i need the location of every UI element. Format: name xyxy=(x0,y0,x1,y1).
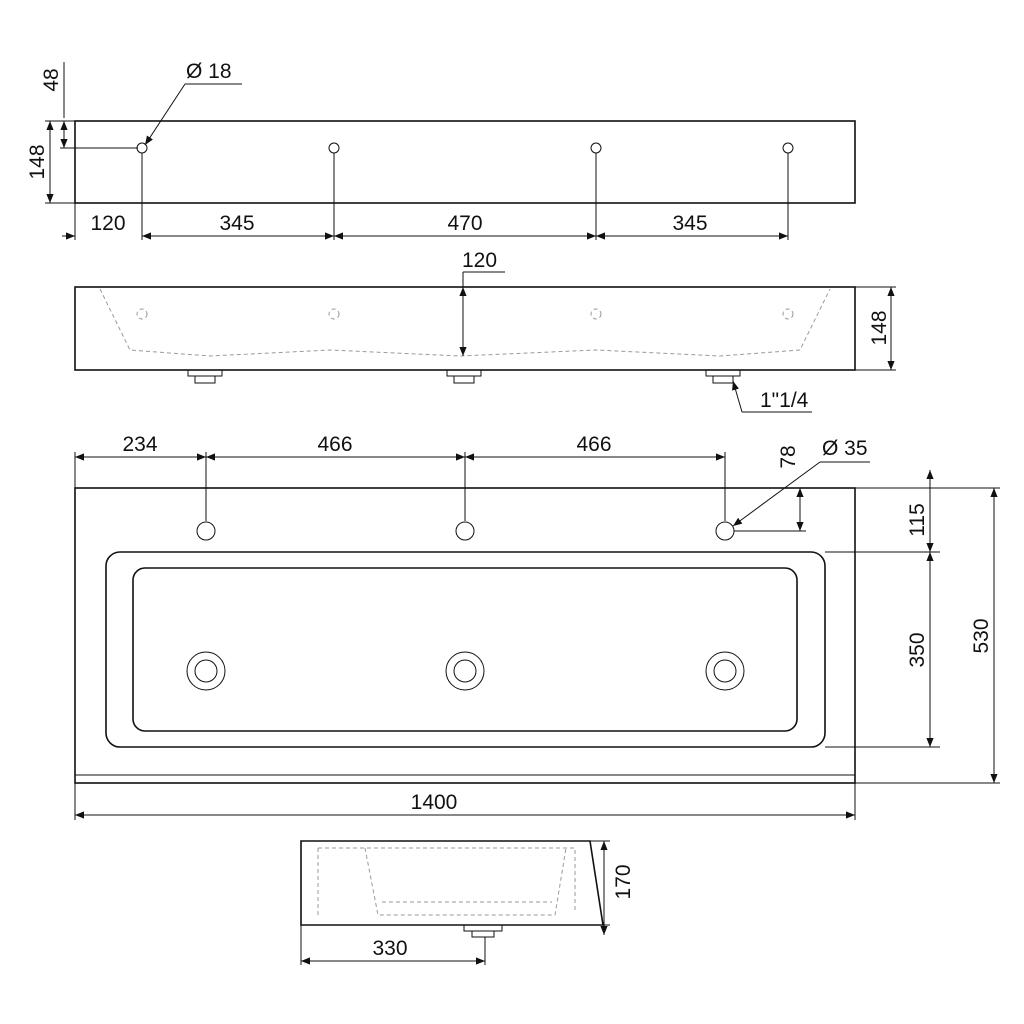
dim-total-depth: 530 xyxy=(970,618,993,653)
basin-outer-rim xyxy=(105,551,826,748)
dim-drain-depth: 120 xyxy=(462,249,497,272)
hidden-hole xyxy=(782,308,794,320)
tap-hole-3 xyxy=(590,142,602,154)
drain-1 xyxy=(186,651,226,691)
hidden-basin-profile xyxy=(99,288,831,357)
top-view: 48 148 Ø 18 120 345 470 345 xyxy=(26,60,856,240)
dim-hole-offset: 48 xyxy=(40,68,63,91)
dim-spacing-345b: 345 xyxy=(672,212,707,235)
dim-drain-thread: 1"1/4 xyxy=(760,389,809,412)
dim-side-height: 170 xyxy=(612,864,635,899)
dim-drain-offset: 330 xyxy=(372,937,407,960)
dim-spacing-345a: 345 xyxy=(219,212,254,235)
tap-hole-4 xyxy=(782,142,794,154)
hidden-hole xyxy=(328,308,340,320)
drain-outlet-1 xyxy=(187,369,223,384)
leader-line xyxy=(732,461,821,527)
leader-line xyxy=(144,83,186,146)
drain-outlet-3 xyxy=(705,369,741,384)
front-view-outline xyxy=(74,286,856,371)
side-view-outline xyxy=(300,840,604,926)
drain-3 xyxy=(705,651,745,691)
top-view-outline xyxy=(74,120,856,204)
tap-hole-plan-3 xyxy=(715,521,735,541)
leader-line xyxy=(732,380,743,413)
drain-outlet-2 xyxy=(446,369,482,384)
tap-hole-plan-2 xyxy=(455,521,475,541)
dim-top-height: 148 xyxy=(26,144,49,179)
hidden-side-profile xyxy=(317,847,576,918)
dim-front-height: 148 xyxy=(868,310,891,345)
side-view: 170 330 xyxy=(300,840,635,965)
dim-hole-diameter: Ø 18 xyxy=(186,60,232,83)
dim-tap-offset: 78 xyxy=(777,445,800,468)
basin-inner-bowl xyxy=(132,567,798,732)
tap-hole-2 xyxy=(328,142,340,154)
dim-spacing-470: 470 xyxy=(447,212,482,235)
dim-tap-diameter: Ø 35 xyxy=(822,437,868,460)
dim-basin-depth: 350 xyxy=(906,632,929,667)
hidden-hole xyxy=(136,308,148,320)
hidden-hole xyxy=(590,308,602,320)
front-view: 120 148 1"1/4 xyxy=(74,249,896,413)
plan-view: 234 466 466 78 Ø 35 115 350 530 1400 xyxy=(74,433,1000,820)
plan-view-outline xyxy=(74,487,856,784)
dim-plan-spacing-466b: 466 xyxy=(576,433,611,456)
dim-total-width: 1400 xyxy=(411,791,458,814)
drain-2 xyxy=(445,651,485,691)
dim-spacing-120: 120 xyxy=(90,212,125,235)
dim-depth-to-basin: 115 xyxy=(906,503,929,536)
dim-plan-spacing-234: 234 xyxy=(122,433,157,456)
tap-hole-plan-1 xyxy=(196,521,216,541)
dim-plan-spacing-466a: 466 xyxy=(317,433,352,456)
side-drain-outlet xyxy=(463,924,503,938)
